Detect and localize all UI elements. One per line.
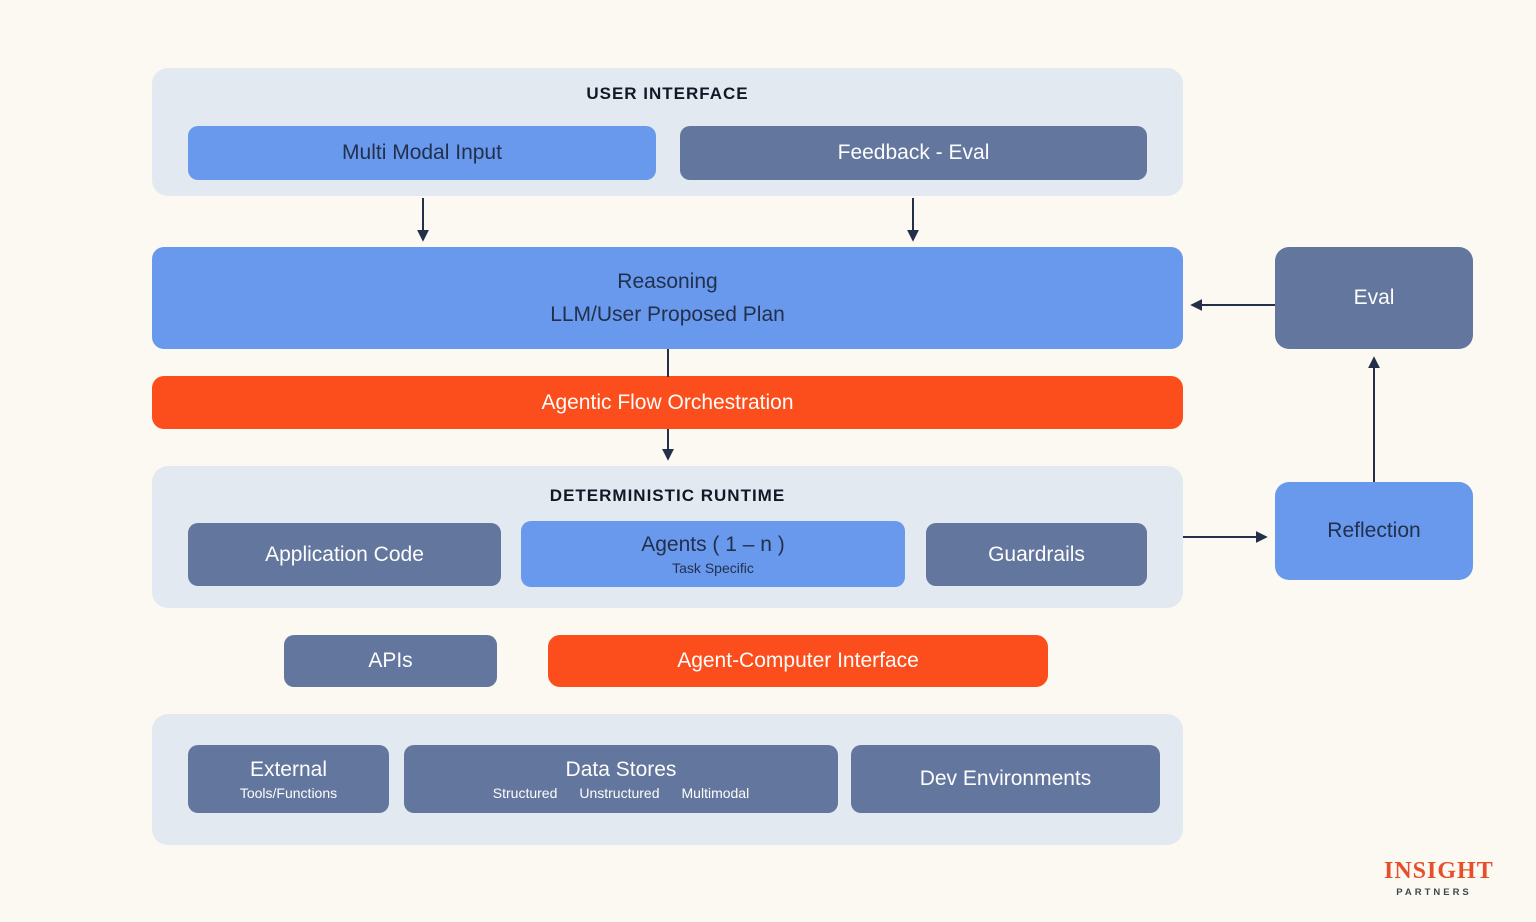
external-label: External bbox=[249, 757, 328, 781]
multi-modal-input-box: Multi Modal Input bbox=[188, 126, 656, 180]
agents-sublabel: Task Specific bbox=[672, 559, 754, 576]
external-sublabel: Tools/Functions bbox=[239, 784, 338, 801]
user-interface-title: USER INTERFACE bbox=[586, 84, 749, 103]
logo-name: INSIGHT bbox=[1384, 858, 1494, 884]
deterministic-runtime-panel: DETERMINISTIC RUNTIME Application Code A… bbox=[152, 466, 1183, 608]
external-box: External Tools/Functions bbox=[188, 745, 389, 813]
data-stores-sublabels: Structured Unstructured Multimodal bbox=[482, 785, 760, 801]
feedback-eval-label: Feedback - Eval bbox=[837, 141, 990, 164]
user-interface-panel: USER INTERFACE Multi Modal Input Feedbac… bbox=[152, 68, 1183, 196]
guardrails-box: Guardrails bbox=[926, 523, 1147, 586]
dev-environments-label: Dev Environments bbox=[919, 767, 1092, 790]
infrastructure-panel: External Tools/Functions Data Stores Str… bbox=[152, 714, 1183, 845]
application-code-label: Application Code bbox=[265, 542, 424, 566]
data-stores-sub-unstructured: Unstructured bbox=[579, 784, 660, 801]
eval-box: Eval bbox=[1275, 247, 1473, 349]
eval-label: Eval bbox=[1353, 286, 1395, 309]
application-code-box: Application Code bbox=[188, 523, 501, 586]
data-stores-sub-multimodal: Multimodal bbox=[681, 784, 750, 801]
reasoning-box: Reasoning LLM/User Proposed Plan bbox=[152, 247, 1183, 349]
agent-computer-interface-box: Agent-Computer Interface bbox=[548, 635, 1048, 687]
apis-box: APIs bbox=[284, 635, 497, 687]
agentic-flow-orchestration-box: Agentic Flow Orchestration bbox=[152, 376, 1183, 429]
insight-partners-logo: INSIGHT PARTNERS bbox=[1384, 858, 1494, 898]
logo-subtitle: PARTNERS bbox=[1396, 887, 1472, 898]
reflection-label: Reflection bbox=[1327, 519, 1421, 542]
agent-computer-interface-label: Agent-Computer Interface bbox=[677, 649, 919, 672]
data-stores-box: Data Stores Structured Unstructured Multim… bbox=[404, 745, 838, 813]
data-stores-sub-structured: Structured bbox=[492, 784, 558, 801]
reasoning-label-line1: Reasoning bbox=[617, 269, 718, 293]
reflection-box: Reflection bbox=[1275, 482, 1473, 580]
dev-environments-box: Dev Environments bbox=[851, 745, 1160, 813]
feedback-eval-box: Feedback - Eval bbox=[680, 126, 1147, 180]
agents-label: Agents ( 1 – n ) bbox=[641, 532, 785, 556]
guardrails-label: Guardrails bbox=[988, 542, 1085, 566]
deterministic-runtime-title: DETERMINISTIC RUNTIME bbox=[549, 486, 786, 505]
agentic-flow-orchestration-label: Agentic Flow Orchestration bbox=[541, 390, 794, 414]
agents-box: Agents ( 1 – n ) Task Specific bbox=[521, 521, 905, 587]
data-stores-label: Data Stores bbox=[565, 757, 677, 781]
multi-modal-input-label: Multi Modal Input bbox=[342, 141, 502, 164]
reasoning-label-line2: LLM/User Proposed Plan bbox=[550, 302, 785, 326]
apis-label: APIs bbox=[368, 649, 413, 672]
